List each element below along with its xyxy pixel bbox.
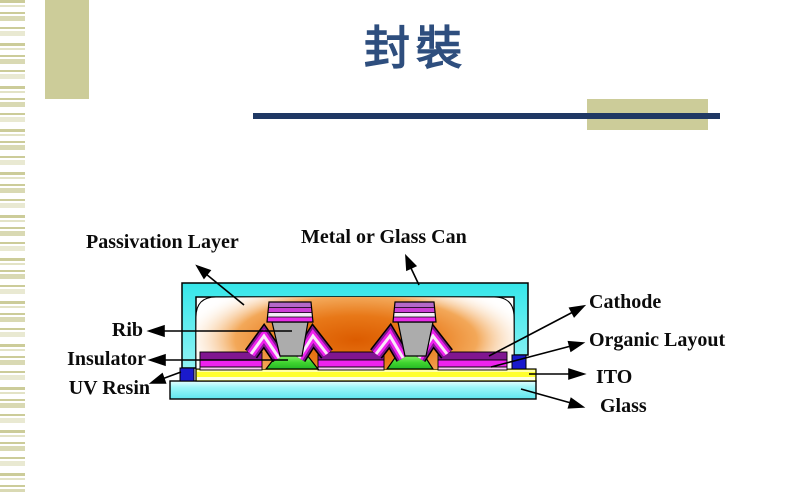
arrow-insulator [147, 353, 288, 367]
arrow-passivation [195, 264, 245, 306]
page-title: 封裝 [364, 23, 468, 74]
label-rib: Rib [111, 319, 143, 341]
arrow-metal-can [405, 253, 420, 286]
callout-arrows [146, 253, 587, 409]
cathode-organic-stack-shape [199, 351, 508, 371]
arrow-glass [520, 388, 586, 409]
arrow-ito [529, 368, 587, 380]
arrow-cathode [488, 304, 587, 357]
label-glass: Glass [600, 395, 647, 417]
label-ito: ITO [596, 366, 633, 388]
uv-resin-seal-right-shape [511, 354, 527, 370]
arrow-rib [146, 324, 292, 338]
stack-chevrons-shape [244, 322, 453, 363]
arrow-uv-resin [148, 371, 182, 384]
ito-layer-shape [195, 368, 537, 382]
uv-resin-seal-left-shape [179, 367, 195, 382]
left-stripe-decoration [0, 0, 25, 492]
glass-substrate-shape [169, 380, 537, 400]
label-cathode: Cathode [589, 291, 662, 313]
rib-shape-2 [392, 301, 437, 357]
label-organic-layout: Organic Layout [589, 329, 726, 351]
label-uv-resin: UV Resin [68, 377, 150, 399]
beige-accent-block-top [45, 0, 89, 99]
passivation-glow-shape [196, 297, 514, 369]
label-passivation-layer: Passivation Layer [86, 231, 239, 253]
label-metal-or-glass-can: Metal or Glass Can [301, 226, 467, 248]
title-underline-rule [253, 113, 720, 119]
arrow-organic [490, 340, 586, 368]
label-insulator: Insulator [67, 348, 146, 370]
